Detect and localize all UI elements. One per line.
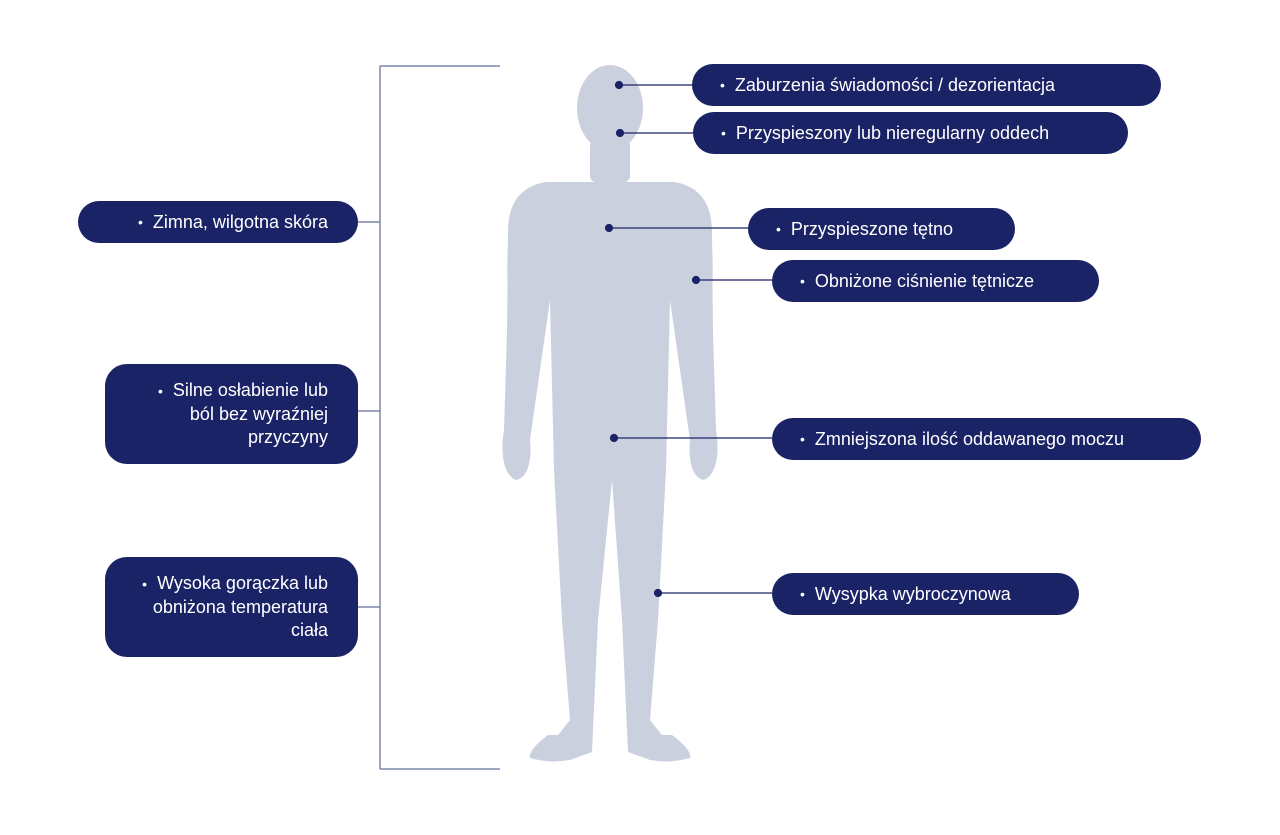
anchor-dot (614, 80, 624, 90)
anchor-dot (615, 128, 625, 138)
symptom-label: Silne osłabienie lub ból bez wyraźniej p… (172, 380, 328, 447)
anchor-dot (604, 223, 614, 233)
bullet-dot-icon: • (138, 213, 143, 230)
symptom-label: Wysypka wybroczynowa (814, 583, 1011, 604)
symptom-pill-consciousness: • Zaburzenia świadomości / dezorientacja (692, 64, 1161, 106)
symptom-pill-cold-skin: • Zimna, wilgotna skóra (78, 201, 358, 243)
connector-lines (604, 80, 772, 598)
symptom-label: Wysoka gorączka lub obniżona temperatura… (152, 573, 328, 640)
symptom-pill-urine: • Zmniejszona ilość oddawanego moczu (772, 418, 1201, 460)
bullet-dot-icon: • (800, 585, 805, 602)
symptom-pill-rash: • Wysypka wybroczynowa (772, 573, 1079, 615)
symptom-label: Przyspieszone tętno (790, 218, 953, 239)
symptom-pill-fever: •Wysoka gorączka lub obniżona temperatur… (105, 557, 358, 657)
left-bracket (358, 65, 500, 770)
bullet-dot-icon: • (157, 383, 163, 399)
symptom-label-wrap: •Wysoka gorączka lub obniżona temperatur… (129, 572, 328, 642)
bullet-dot-icon: • (142, 576, 148, 592)
symptom-pill-breathing: • Przyspieszony lub nieregularny oddech (693, 112, 1128, 154)
bullet-dot-icon: • (776, 220, 781, 237)
anchor-dot (653, 588, 663, 598)
symptom-label: Zmniejszona ilość oddawanego moczu (814, 428, 1125, 449)
symptom-pill-weakness: • Silne osłabienie lub ból bez wyraźniej … (105, 364, 358, 464)
symptom-label: Przyspieszony lub nieregularny oddech (735, 122, 1050, 143)
symptom-label: Zaburzenia świadomości / dezorientacja (734, 74, 1056, 95)
symptom-pill-heart-rate: • Przyspieszone tętno (748, 208, 1015, 250)
symptom-label: Obniżone ciśnienie tętnicze (814, 270, 1035, 291)
bullet-dot-icon: • (800, 430, 805, 447)
human-silhouette-icon (502, 65, 718, 762)
symptom-label-wrap: • Silne osłabienie lub ból bez wyraźniej … (129, 379, 328, 449)
symptom-pill-blood-pressure: • Obniżone ciśnienie tętnicze (772, 260, 1099, 302)
bullet-dot-icon: • (800, 272, 805, 289)
anchor-dot (609, 433, 619, 443)
symptom-label: Zimna, wilgotna skóra (152, 211, 328, 232)
bullet-dot-icon: • (721, 124, 726, 141)
anchor-dot (691, 275, 701, 285)
bullet-dot-icon: • (720, 76, 725, 93)
